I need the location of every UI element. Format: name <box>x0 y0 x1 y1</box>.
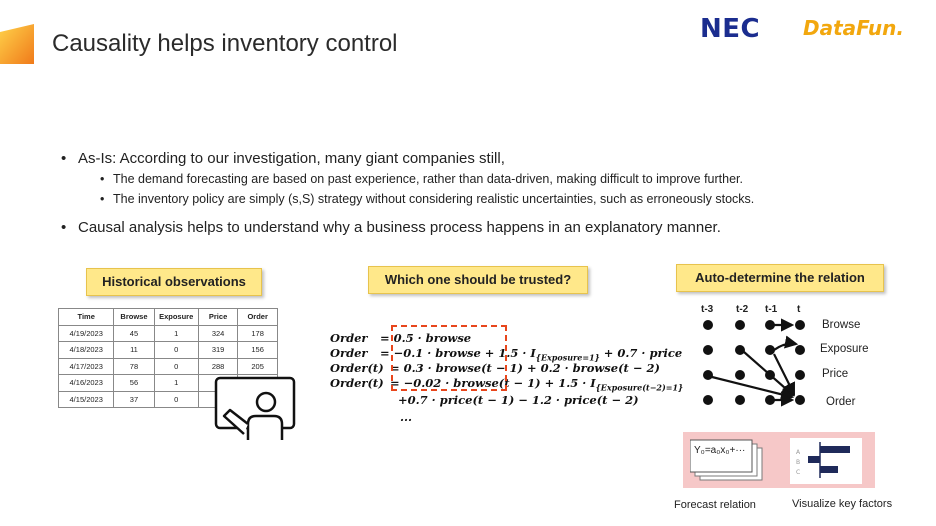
table-cell: 178 <box>237 324 278 342</box>
svg-text:C: C <box>796 469 800 476</box>
column-header: Order <box>237 308 278 326</box>
table-cell: 45 <box>113 324 155 342</box>
bullet-sub-inventory: The inventory policy are simply (s,S) st… <box>100 192 754 206</box>
eq1-rhs: = 0.5 · browse <box>380 331 472 345</box>
auto-determine-label: Auto-determine the relation <box>676 264 884 292</box>
highlight-dashed-box <box>391 325 507 391</box>
eq4-sub: {Exposure(t−2)=1} <box>595 382 684 393</box>
time-label: t-3 <box>701 304 714 315</box>
table-cell: 319 <box>197 341 239 359</box>
table-cell: 78 <box>113 357 155 375</box>
eq2-sub: {Exposure=1} <box>535 352 600 363</box>
eq1-lhs: Order <box>330 331 368 345</box>
eq4-rhs: = −0.02 · browse(t − 1) + 1.5 · I <box>390 376 596 390</box>
equation-line-1: Order = 0.5 · browse <box>330 331 471 345</box>
table-cell: 324 <box>197 324 239 342</box>
page-title: Causality helps inventory control <box>52 30 398 57</box>
eq2-tail: + 0.7 · price <box>599 346 683 360</box>
forecast-relation-label: Forecast relation <box>674 499 756 511</box>
formula-card-icon <box>690 439 763 481</box>
table-cell: 11 <box>113 341 155 359</box>
column-header: Price <box>197 308 239 326</box>
table-cell: 4/17/2023 <box>57 357 115 375</box>
column-header: Time <box>57 308 115 326</box>
bullet-asis: As-Is: According to our investigation, m… <box>61 150 505 167</box>
historical-observations-label: Historical observations <box>86 268 262 296</box>
table-cell: 156 <box>237 341 278 359</box>
table-row: 4/19/2023 45 1 324 178 <box>57 324 278 342</box>
formula-text: Y₀=a₀x₀+··· <box>694 445 746 456</box>
table-cell: 37 <box>113 390 155 408</box>
table-cell: 4/16/2023 <box>57 374 115 392</box>
time-label: t-1 <box>765 304 778 315</box>
table-cell: 4/19/2023 <box>57 324 115 342</box>
time-label: t <box>797 304 801 315</box>
eq2-lhs: Order <box>330 346 368 360</box>
eq4-lhs: Order(t) <box>330 376 384 390</box>
eq3-rhs: = 0.3 · browse(t − 1) + 0.2 · browse(t −… <box>390 361 660 375</box>
table-cell: 288 <box>197 357 239 375</box>
graph-var-label: Browse <box>822 319 861 331</box>
svg-text:B: B <box>796 459 800 466</box>
graph-var-label: Price <box>822 368 849 380</box>
which-trusted-label: Which one should be trusted? <box>368 266 588 294</box>
eq3-lhs: Order(t) <box>330 361 384 375</box>
nec-logo: NEC <box>700 14 761 44</box>
svg-text:A: A <box>796 449 801 456</box>
table-cell: 56 <box>113 374 155 392</box>
table-cell: 4/15/2023 <box>57 390 115 408</box>
visualize-factors-label: Visualize key factors <box>792 498 893 510</box>
table-cell: 0 <box>153 341 199 359</box>
equation-line-2: Order = −0.1 · browse + 1.5 · I{Exposure=… <box>330 346 682 362</box>
graph-var-label: Exposure <box>820 343 869 355</box>
time-label: t-2 <box>736 304 749 315</box>
table-cell: 205 <box>237 357 278 375</box>
causal-graph <box>703 318 805 407</box>
table-cell: 0 <box>153 390 199 408</box>
table-row: 4/17/2023 78 0 288 205 <box>57 357 278 375</box>
equation-line-5: +0.7 · price(t − 1) − 1.2 · price(t − 2) <box>398 393 639 407</box>
table-cell: 0 <box>153 357 199 375</box>
table-cell: 1 <box>153 374 199 392</box>
table-cell: 4/18/2023 <box>57 341 115 359</box>
datafun-logo: DataFun. <box>803 16 904 40</box>
bullet-causal: Causal analysis helps to understand why … <box>61 219 721 236</box>
column-header: Browse <box>113 308 155 326</box>
eq2-rhs: = −0.1 · browse + 1.5 · I <box>380 346 536 360</box>
presenter-board-icon <box>214 376 296 440</box>
table-row: 4/18/2023 11 0 319 156 <box>57 341 278 359</box>
equation-ellipsis: ... <box>400 410 413 424</box>
column-header: Exposure <box>153 308 199 326</box>
title-accent-icon <box>0 24 34 64</box>
bullet-sub-forecasting: The demand forecasting are based on past… <box>100 172 743 186</box>
equation-line-3: Order(t) = 0.3 · browse(t − 1) + 0.2 · br… <box>330 361 660 375</box>
bar-chart-card-icon: A B C <box>790 438 862 484</box>
graph-var-label: Order <box>826 396 856 408</box>
table-cell: 1 <box>153 324 199 342</box>
equation-line-4: Order(t) = −0.02 · browse(t − 1) + 1.5 · … <box>330 376 683 392</box>
table-header-row: Time Browse Exposure Price Order <box>57 308 278 326</box>
